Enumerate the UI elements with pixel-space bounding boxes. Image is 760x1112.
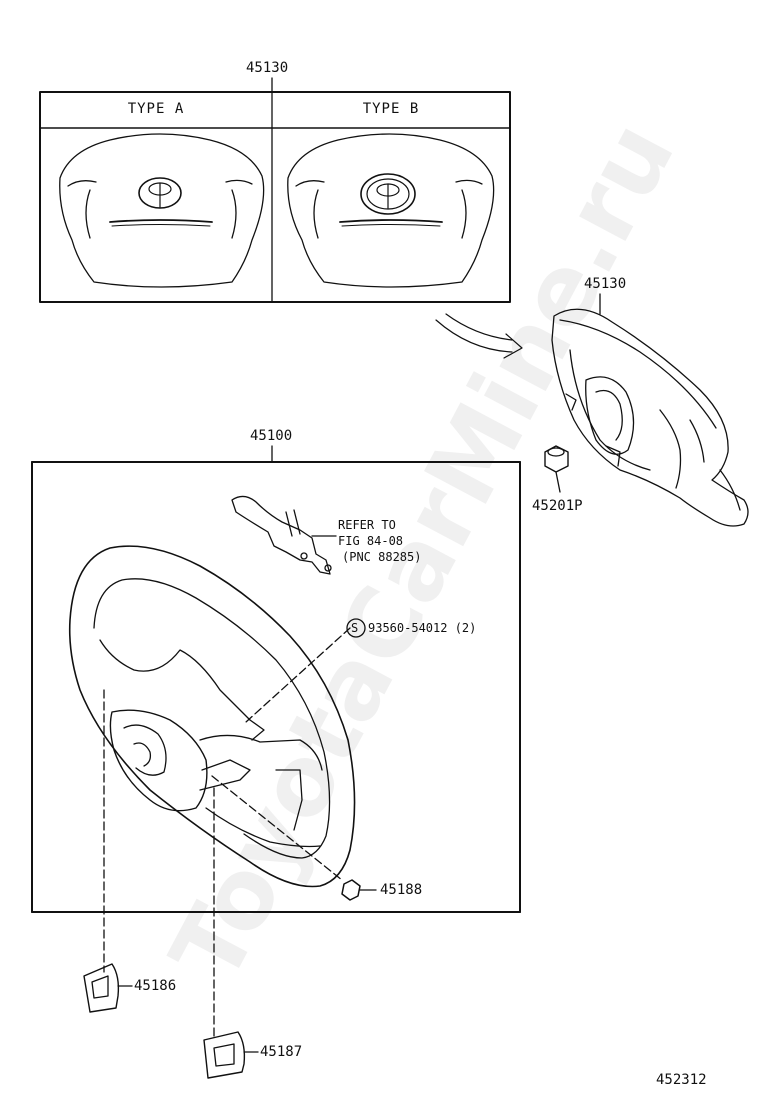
screw-s-symbol-circle (346, 618, 366, 638)
part-number-45187: 45187 (260, 1044, 303, 1060)
bolt-drawing (211, 775, 377, 901)
steering-wheel-drawing (68, 545, 356, 888)
cover-right-drawing (203, 787, 259, 1079)
refer-line-2: FIG 84-08 (338, 534, 404, 548)
refer-line-1: REFER TO (338, 518, 396, 532)
type-table-box (39, 77, 511, 303)
part-number-93560-54012: 93560-54012 (2) (368, 621, 477, 635)
arrow-to-pad (435, 313, 523, 359)
nut-drawing (544, 445, 569, 493)
part-number-45130-top: 45130 (246, 60, 289, 76)
part-number-45130-pad: 45130 (584, 276, 627, 292)
refer-line-3: (PNC 88285) (342, 550, 422, 564)
type-a-header: TYPE A (127, 101, 185, 117)
type-b-header: TYPE B (362, 101, 420, 117)
drawing-number: 452312 (656, 1072, 707, 1088)
airbag-pad-rear-drawing (551, 293, 749, 527)
screw-leader (245, 627, 351, 723)
part-number-45186: 45186 (134, 978, 177, 994)
screw-symbol: S (351, 621, 359, 635)
type-a-pad-drawing (59, 133, 265, 288)
part-number-45201p: 45201P (532, 498, 583, 514)
wheel-box (31, 445, 521, 913)
cover-left-drawing (83, 689, 133, 1013)
type-b-pad-drawing (287, 133, 495, 288)
part-number-45188: 45188 (380, 882, 423, 898)
steering-switch-drawing (231, 495, 337, 575)
part-number-45100: 45100 (250, 428, 293, 444)
